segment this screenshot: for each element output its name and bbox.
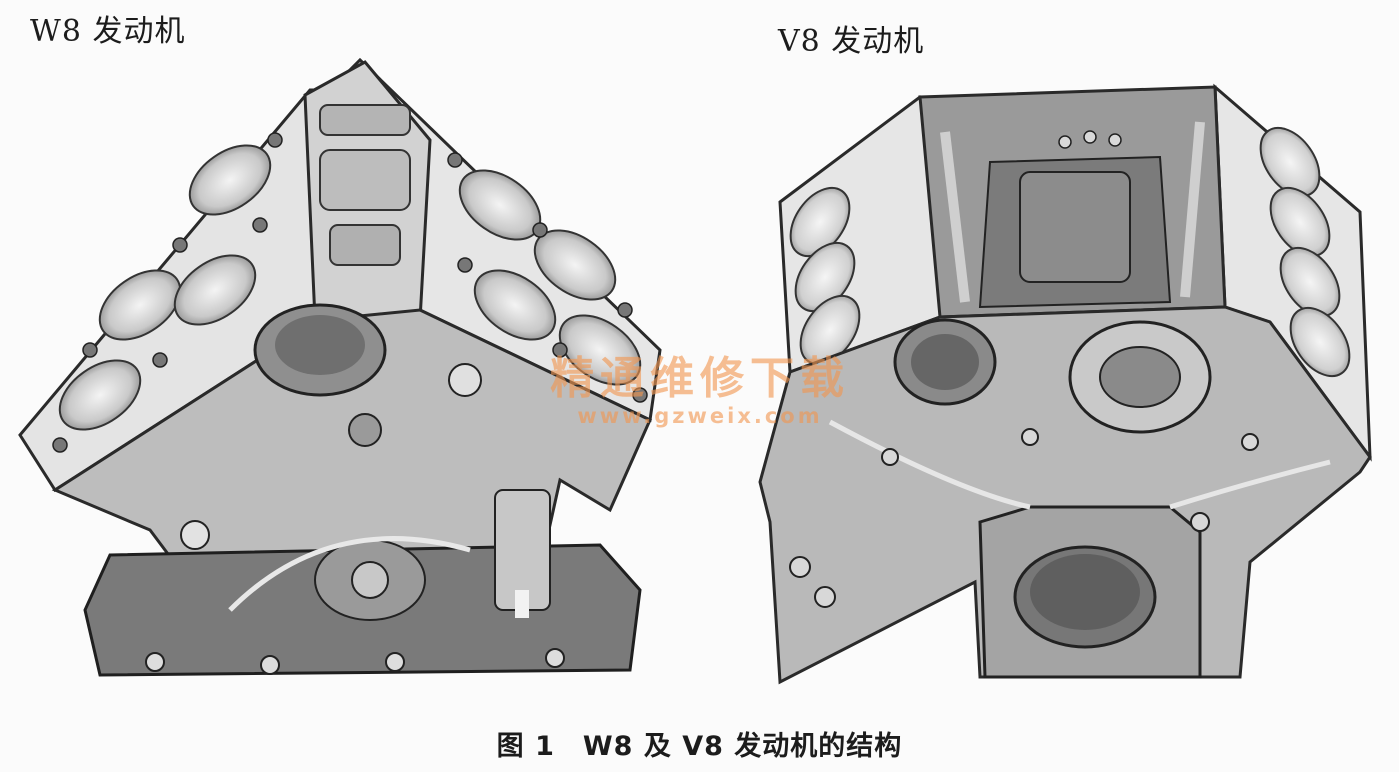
w8-engine-label: W8 发动机 bbox=[30, 14, 186, 49]
v8-engine-image bbox=[730, 62, 1399, 692]
figure-caption: 图 1 W8 及 V8 发动机的结构 bbox=[496, 731, 903, 762]
v8-engine-label: V8 发动机 bbox=[778, 24, 925, 59]
w8-engine-image bbox=[0, 50, 680, 690]
